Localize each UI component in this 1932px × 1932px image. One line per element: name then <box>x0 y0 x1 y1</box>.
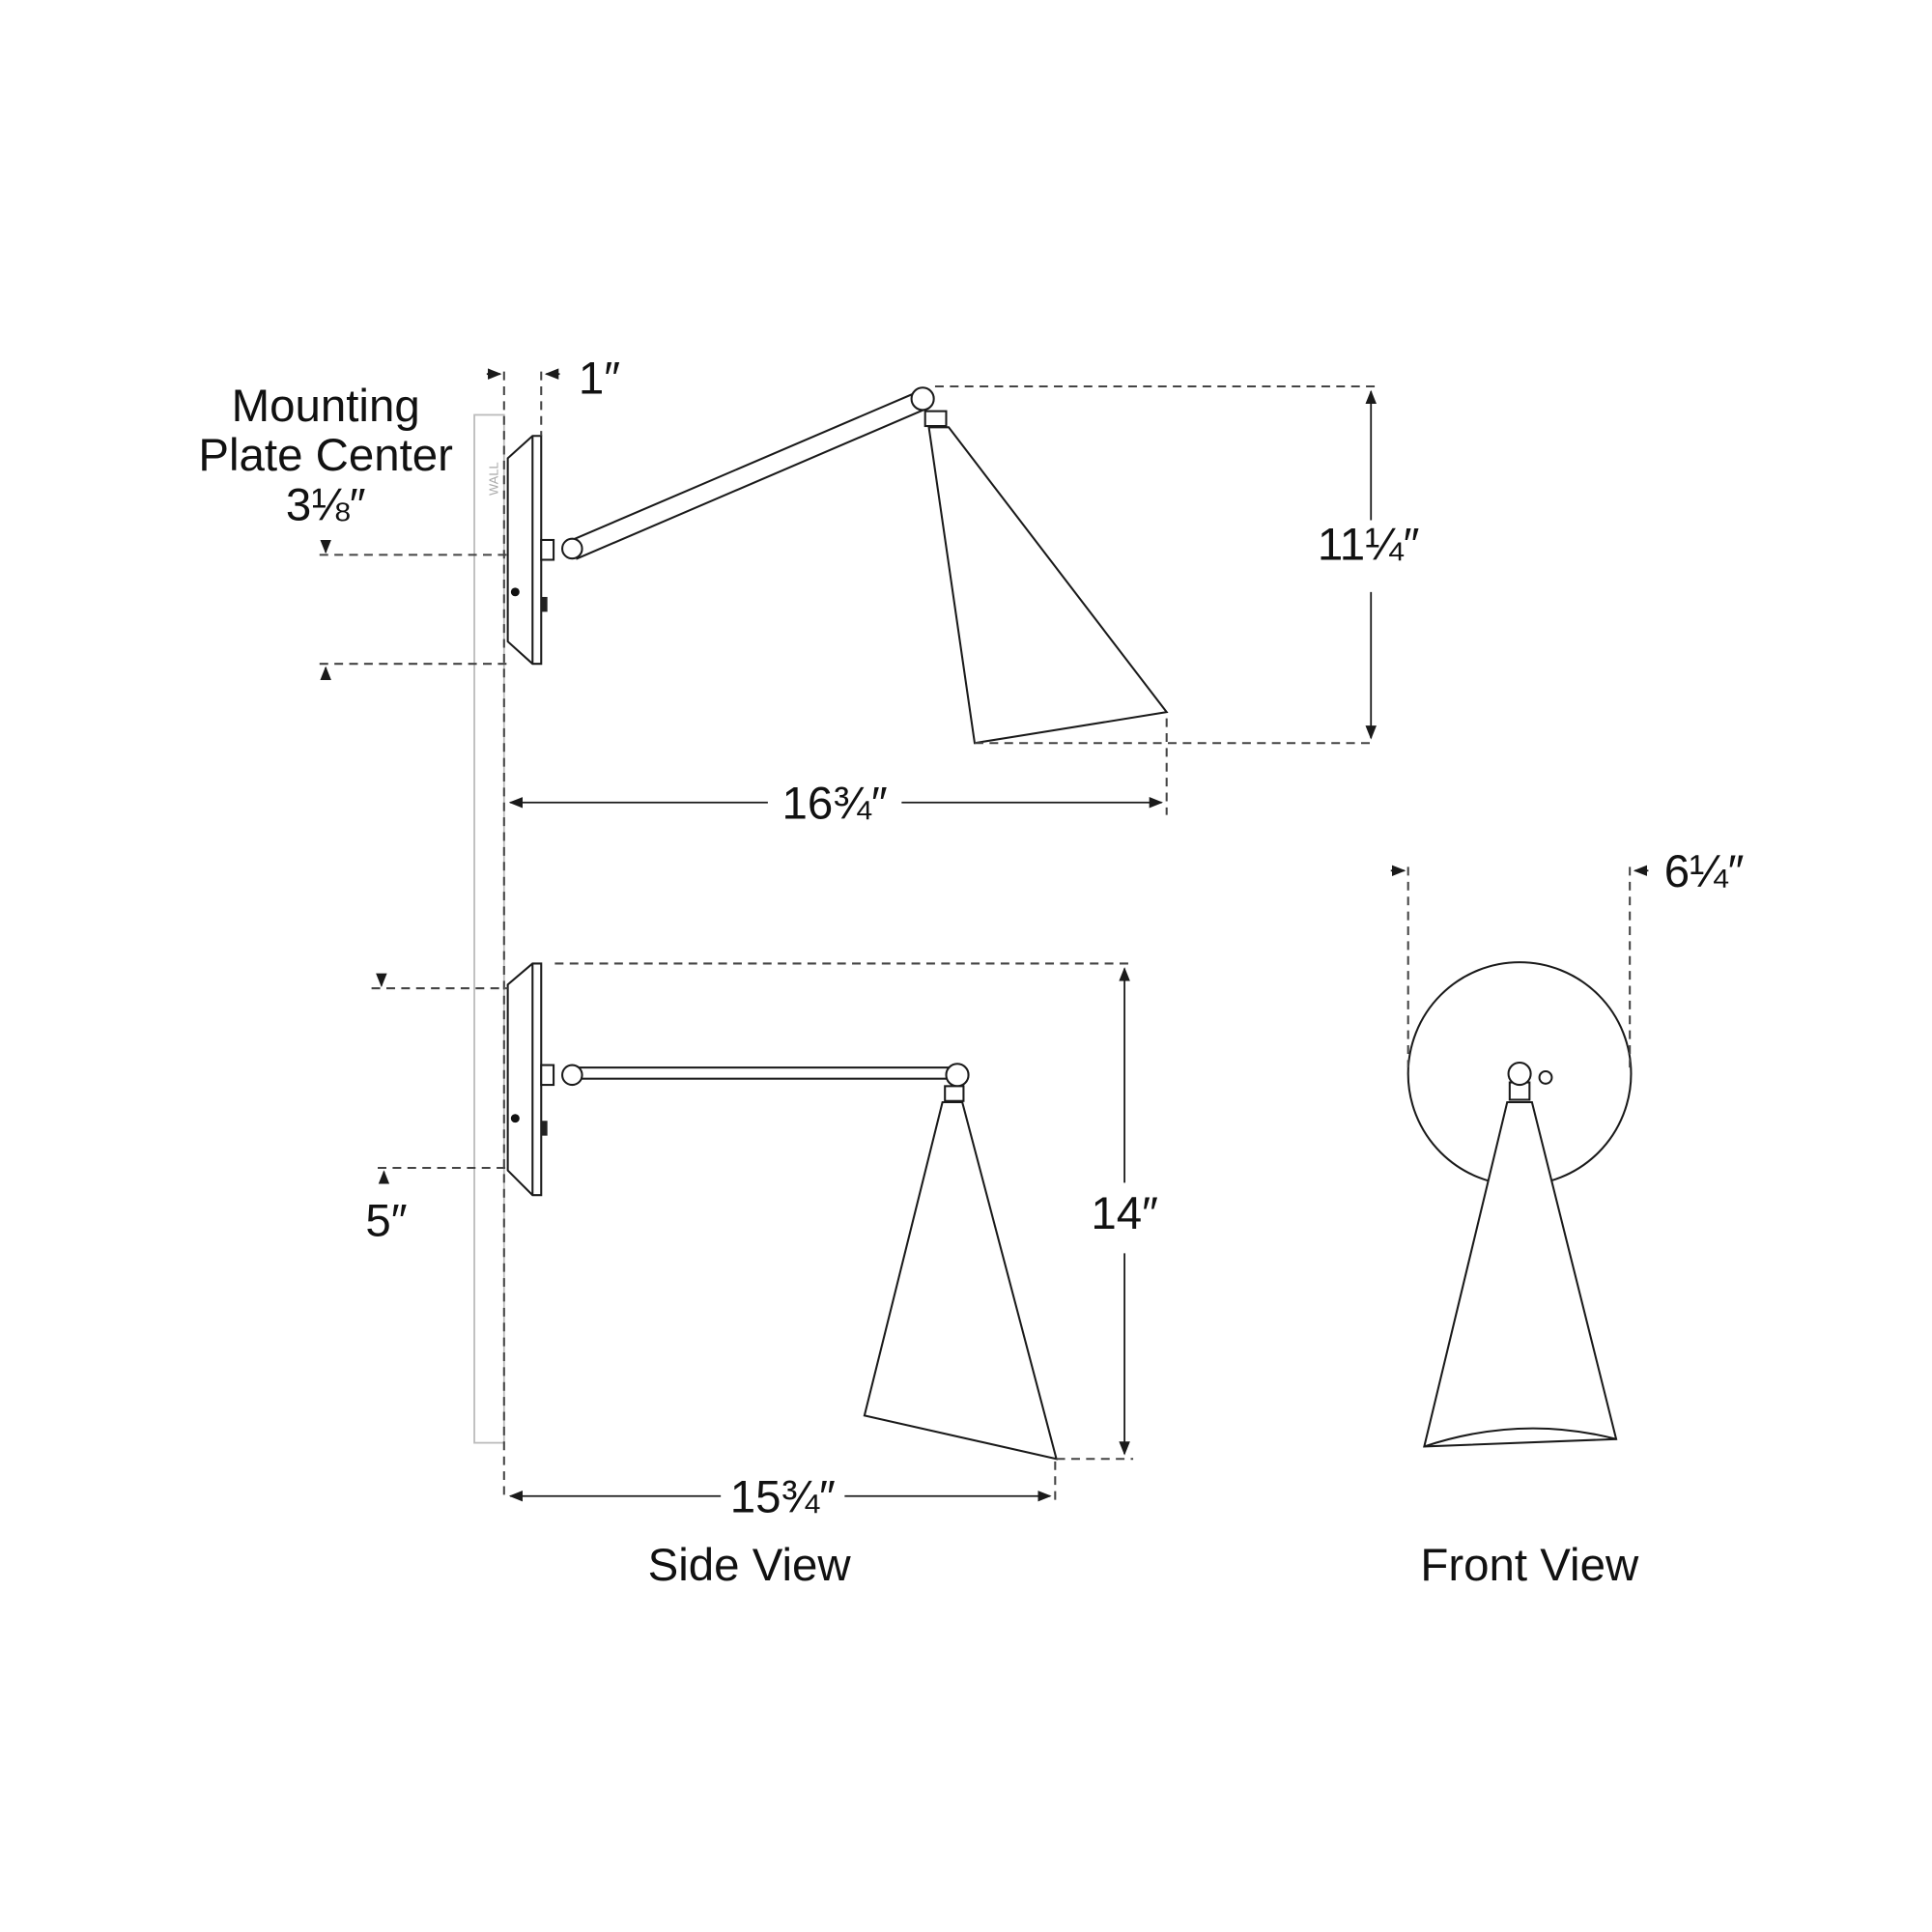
top-height-label: 11¼″ <box>1318 519 1420 570</box>
bottom-extension-label: 15¾″ <box>730 1471 836 1522</box>
shade-joint <box>945 1063 970 1088</box>
switch-icon <box>541 1121 548 1136</box>
wall-label: WALL <box>486 462 500 495</box>
knob <box>1538 1069 1553 1085</box>
mounting-plate <box>506 435 543 666</box>
shade <box>927 426 1169 745</box>
front-width-label: 6¼″ <box>1664 846 1745 897</box>
top-extension-label: 16¾″ <box>782 778 888 829</box>
side-view-extended-lamp <box>506 962 1059 1461</box>
switch-icon <box>541 596 548 612</box>
front-view-title: Front View <box>1420 1540 1639 1591</box>
side-view-title: Side View <box>648 1540 852 1591</box>
plate-depth-label: 1″ <box>579 354 620 405</box>
mounting-label-line2: Plate Center <box>198 430 453 481</box>
shade-joint <box>910 386 935 412</box>
mounting-label-line1: Mounting <box>232 381 420 432</box>
mounting-plate <box>506 962 543 1197</box>
arm <box>571 1066 955 1080</box>
mounting-value-label: 3⅛″ <box>286 479 366 530</box>
bottom-height-label: 14″ <box>1091 1188 1158 1239</box>
side-view-raised-lamp <box>506 386 1169 745</box>
arm <box>571 389 928 560</box>
shade <box>863 1101 1059 1461</box>
wall: WALL <box>473 413 505 1444</box>
front-view-lamp <box>1406 961 1633 1448</box>
arm-joint <box>561 537 583 560</box>
screw-icon <box>510 1114 520 1123</box>
joint <box>1507 1061 1532 1087</box>
arm-joint <box>561 1064 583 1087</box>
screw-icon <box>510 587 520 597</box>
bottom-offset-label: 5″ <box>365 1195 407 1246</box>
